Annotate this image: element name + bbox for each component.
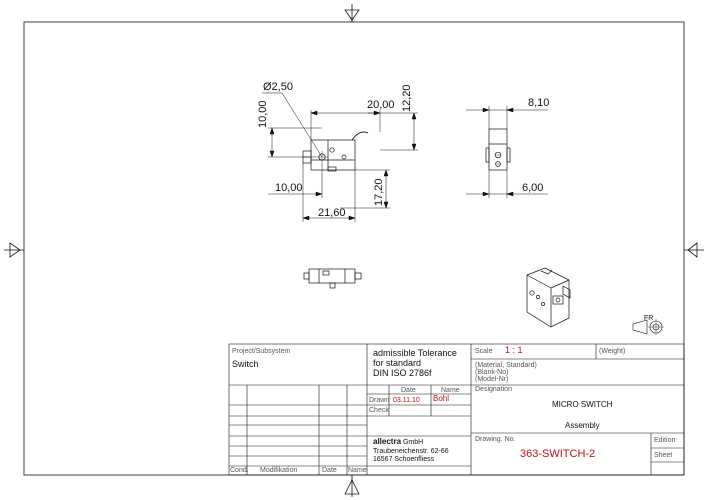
drawn-date: 03.11.10 xyxy=(393,397,420,404)
project-label: Project/Subsystem xyxy=(232,348,291,355)
project-value: Switch xyxy=(232,359,259,369)
designation-line-1: MICRO SWITCH xyxy=(552,400,613,409)
isometric-view xyxy=(526,267,571,328)
company-logo: allectra GmbH xyxy=(373,437,424,446)
scale-value: 1 : 1 xyxy=(505,345,523,355)
drawing-no-value: 363-SWITCH-2 xyxy=(520,448,596,460)
centering-marks xyxy=(4,4,704,497)
dim-side-width: 8,10 xyxy=(528,97,549,109)
designation-label: Designation xyxy=(475,386,512,393)
date-header: Date xyxy=(401,387,416,394)
top-view xyxy=(303,268,362,289)
title-block-grid xyxy=(228,343,685,476)
front-view xyxy=(302,131,369,172)
sheet-label: Sheet xyxy=(654,452,673,459)
side-view xyxy=(485,128,511,171)
blank-label: (Blank-No) xyxy=(475,369,509,376)
dim-diameter: Ø2,50 xyxy=(263,81,293,93)
check-label: Check xyxy=(369,407,389,414)
company-bold: llectra xyxy=(377,437,402,446)
projection-symbol xyxy=(632,319,664,335)
company-street: Traubeneichenstr. 62-66 xyxy=(373,448,449,455)
dim-height-left: 10,00 xyxy=(257,100,269,128)
dim-side-depth: 6,00 xyxy=(522,182,543,194)
dim-height-right: 12,20 xyxy=(401,84,413,112)
projection-label: FR xyxy=(644,315,653,322)
dim-width-top: 20,00 xyxy=(367,99,395,111)
company-suffix: GmbH xyxy=(401,439,424,446)
revision-modification-header: Modifikation xyxy=(260,467,298,474)
dim-total-width: 21,60 xyxy=(318,207,346,219)
material-label: (Material, Standard) xyxy=(475,362,537,369)
company-prefix: a xyxy=(373,437,378,446)
tolerance-line-1: admissible Tolerance xyxy=(373,348,457,358)
edition-label: Edition xyxy=(654,437,676,444)
scale-label: Scale xyxy=(475,348,493,355)
model-label: (Model-Nr) xyxy=(475,376,509,383)
designation-line-2: Assembly xyxy=(565,421,600,430)
weight-label: (Weight) xyxy=(599,348,626,355)
tolerance-line-2: for standard xyxy=(373,358,422,368)
name-header: Name xyxy=(441,387,460,394)
revision-name-header: Name xyxy=(348,467,367,474)
drawn-label: Drawn xyxy=(369,397,390,404)
side-view-dimensions xyxy=(466,106,548,198)
dim-height-right-lower: 17,20 xyxy=(373,178,385,206)
revision-cond-header: Cond. xyxy=(230,467,249,474)
company-city: 16567 Schoenfliess xyxy=(373,456,435,463)
tolerance-line-3: DIN ISO 2786f xyxy=(373,368,432,378)
revision-date-header: Date xyxy=(322,467,337,474)
front-view-dimensions xyxy=(262,92,418,222)
drawing-no-label: Drawing. No. xyxy=(475,436,516,443)
drawn-name: Bohl xyxy=(433,394,450,403)
dim-offset-left: 10,00 xyxy=(275,182,303,194)
